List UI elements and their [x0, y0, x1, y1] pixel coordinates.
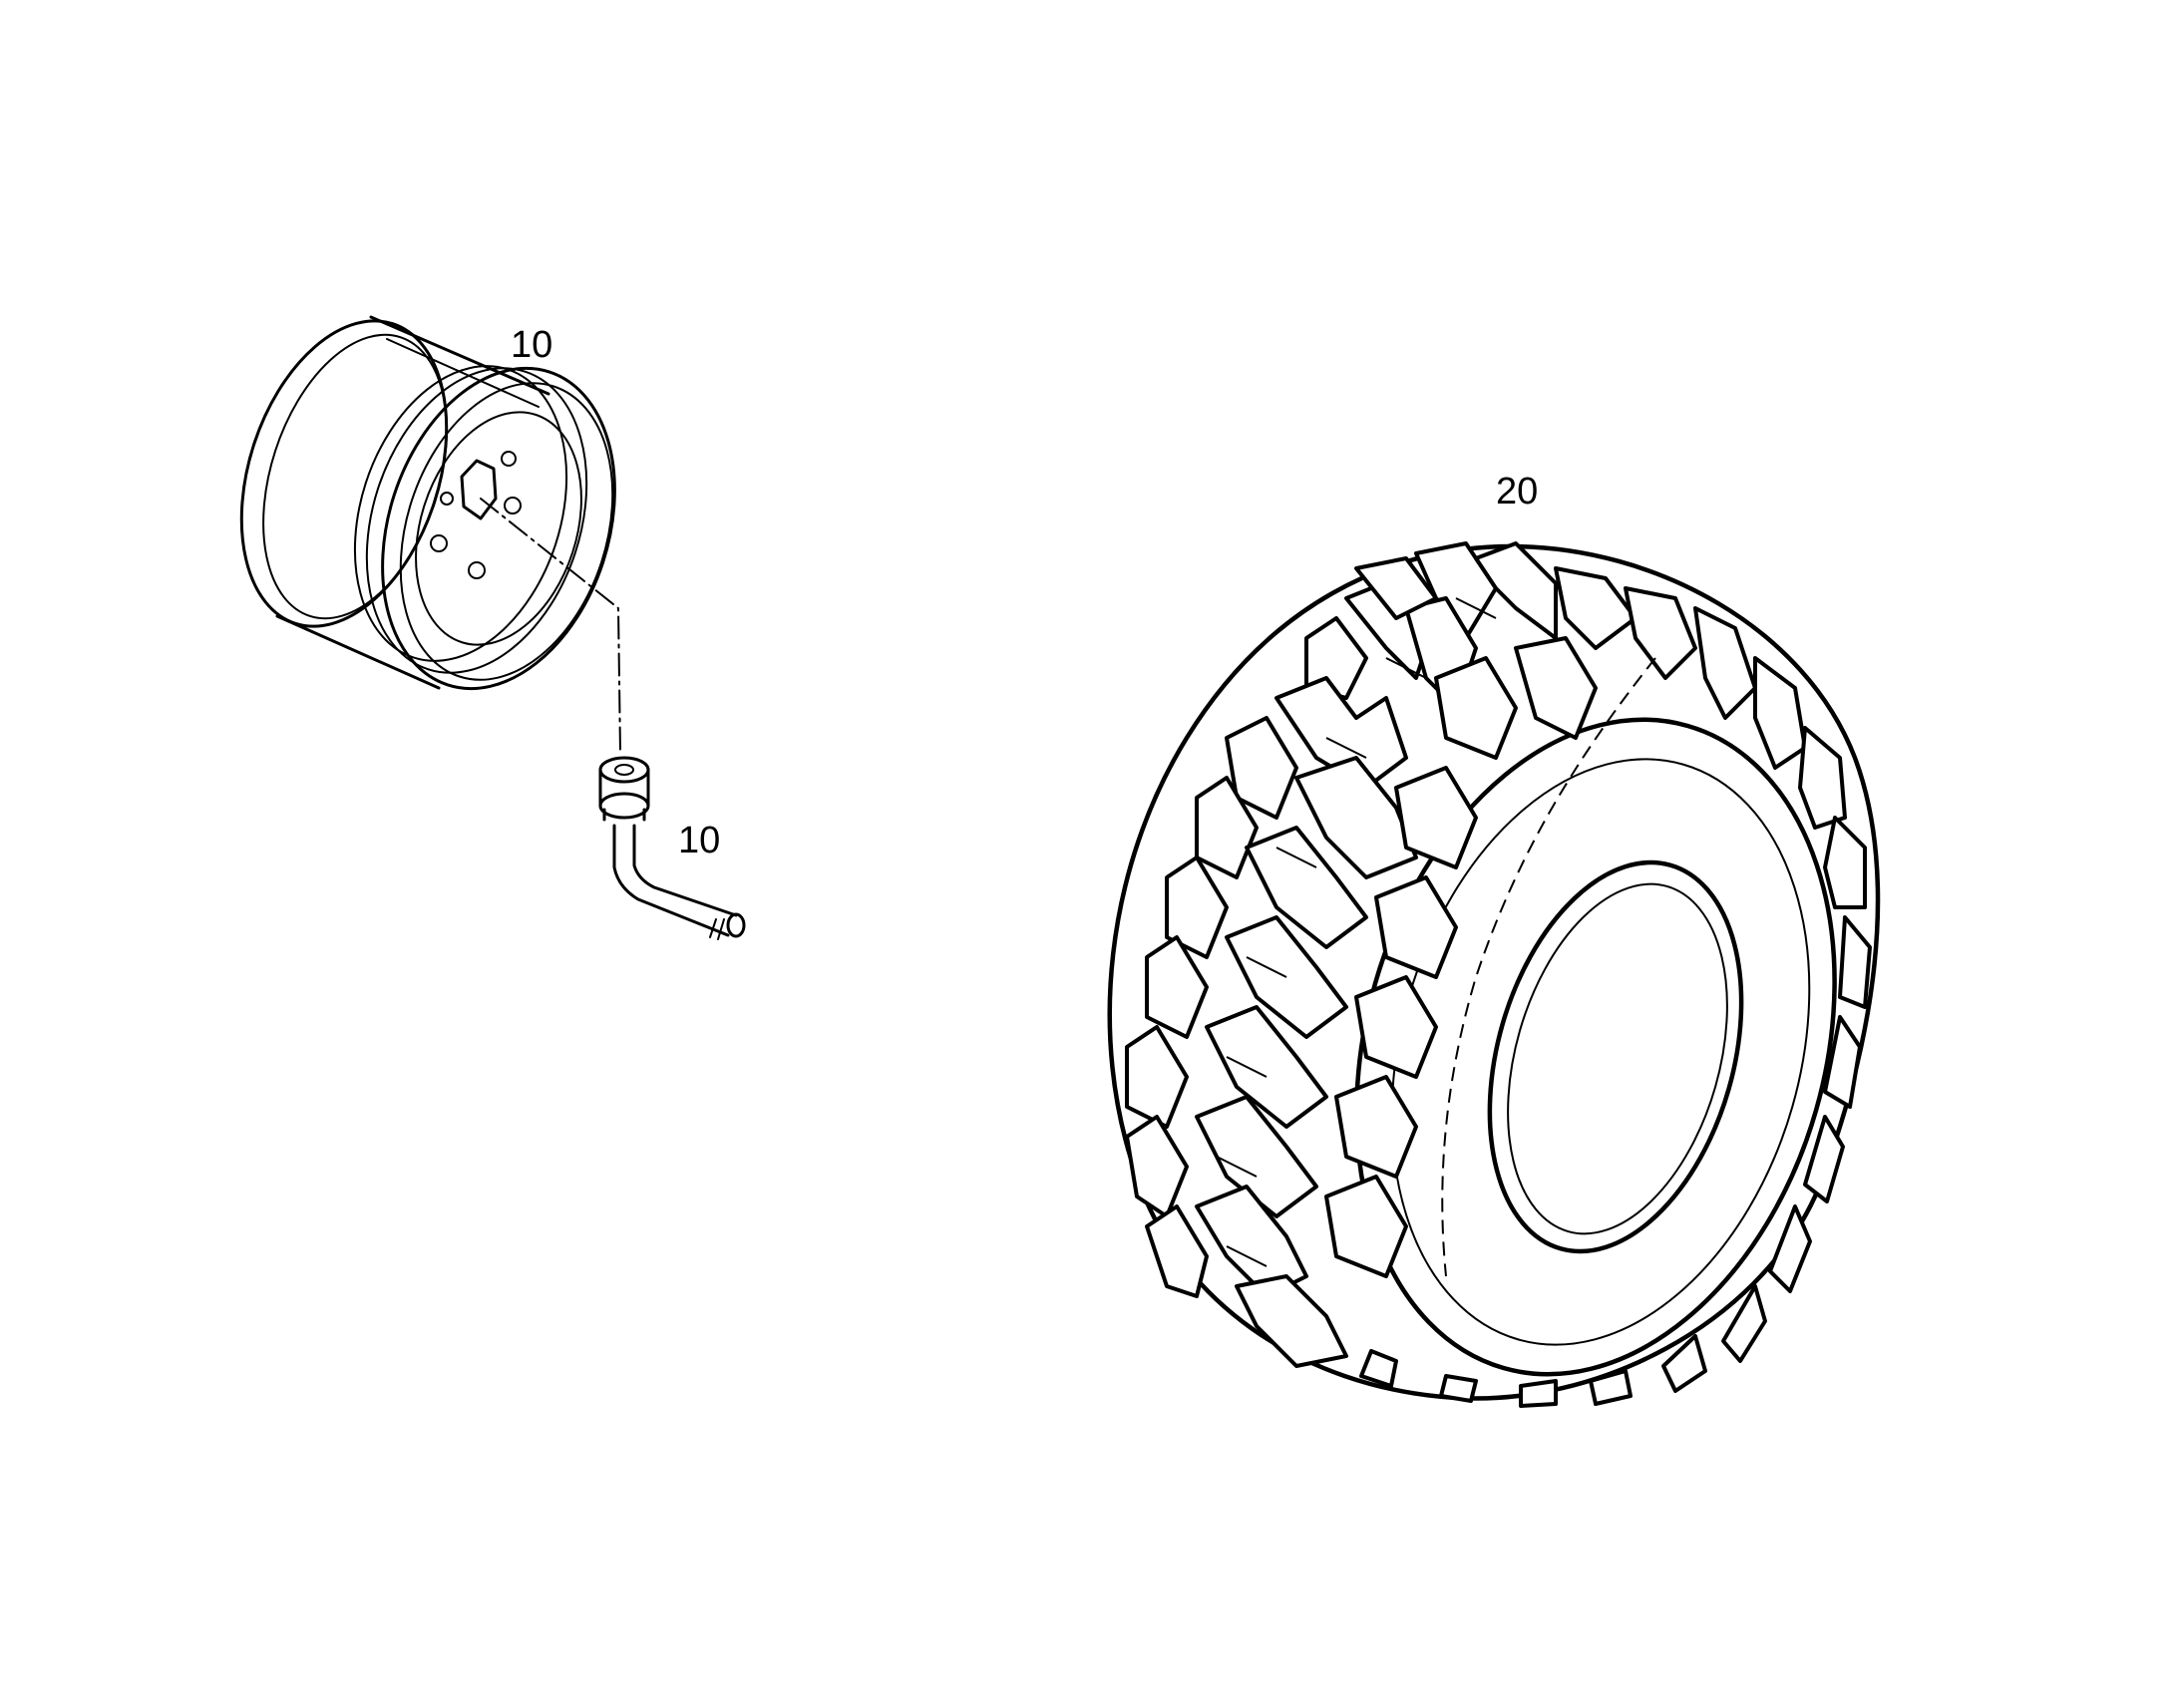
callout-rim: 10 — [511, 324, 552, 366]
tyre-valve — [598, 756, 746, 940]
callout-valve: 10 — [678, 820, 720, 861]
callout-tyre: 20 — [1496, 471, 1538, 512]
tyre — [1107, 541, 1881, 1408]
wheel-rim — [239, 315, 621, 754]
